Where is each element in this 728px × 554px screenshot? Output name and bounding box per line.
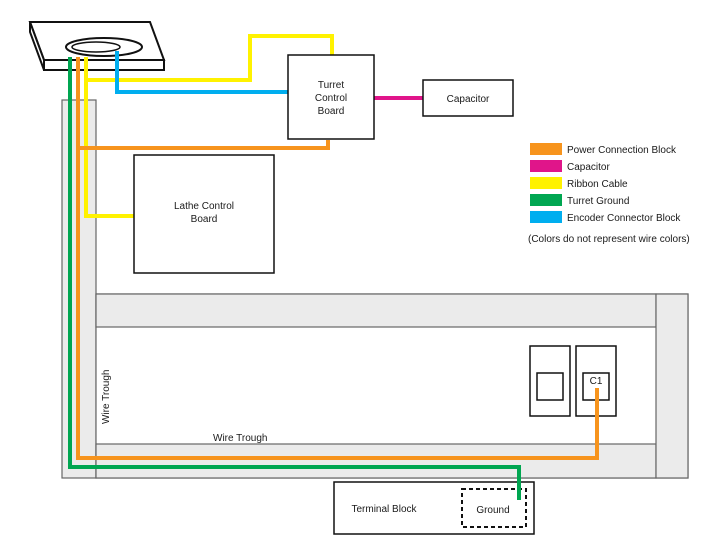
turret [28, 21, 166, 71]
legend-swatch-encoder [530, 211, 562, 223]
right-vertical-trough [655, 293, 689, 479]
horizontal-trough-label: Wire Trough [213, 433, 267, 444]
ribbon-cable-to-lathe-board [252, 38, 330, 57]
turret-board-label-1: Turret [318, 80, 345, 91]
turret-board-label-2: Control [315, 93, 347, 104]
legend-label-capacitor: Capacitor [567, 162, 610, 173]
turret-control-board: Turret Control Board [287, 54, 375, 140]
encoder-wire [115, 51, 288, 94]
vertical-trough-label: Wire Trough [101, 370, 112, 424]
ribbon-cable-to-turret-board [84, 34, 334, 82]
legend-swatch-ribbon [530, 177, 562, 189]
capacitor-label: Capacitor [447, 94, 490, 105]
lathe-board-label-2: Board [191, 214, 218, 225]
legend-label-encoder: Encoder Connector Block [567, 213, 681, 224]
capacitor-box: Capacitor [422, 79, 514, 117]
lathe-control-board: Lathe Control Board [133, 154, 275, 274]
ribbon-cable-lathe-drop [84, 80, 134, 218]
legend-swatch-power [530, 143, 562, 155]
terminal-block: Terminal Block Ground [333, 481, 535, 535]
breaker-left [529, 345, 571, 417]
legend-label-ribbon: Ribbon Cable [567, 179, 628, 190]
legend-swatch-capacitor [530, 160, 562, 172]
power-wire [76, 57, 330, 150]
lower-horizontal-wire-trough [95, 443, 657, 479]
legend-note: (Colors do not represent wire colors) [528, 234, 690, 245]
legend: Power Connection Block Capacitor Ribbon … [528, 143, 690, 245]
c1-label: C1 [590, 376, 603, 387]
ground-dashed-box [461, 488, 527, 528]
legend-swatch-ground [530, 194, 562, 206]
turret-board-label-3: Board [318, 106, 345, 117]
upper-horizontal-trough [95, 293, 657, 328]
terminal-block-label: Terminal Block [351, 504, 417, 515]
legend-label-power: Power Connection Block [567, 145, 677, 156]
lathe-board-label-1: Lathe Control [174, 201, 234, 212]
ground-label: Ground [476, 505, 509, 516]
legend-label-ground: Turret Ground [567, 196, 629, 207]
